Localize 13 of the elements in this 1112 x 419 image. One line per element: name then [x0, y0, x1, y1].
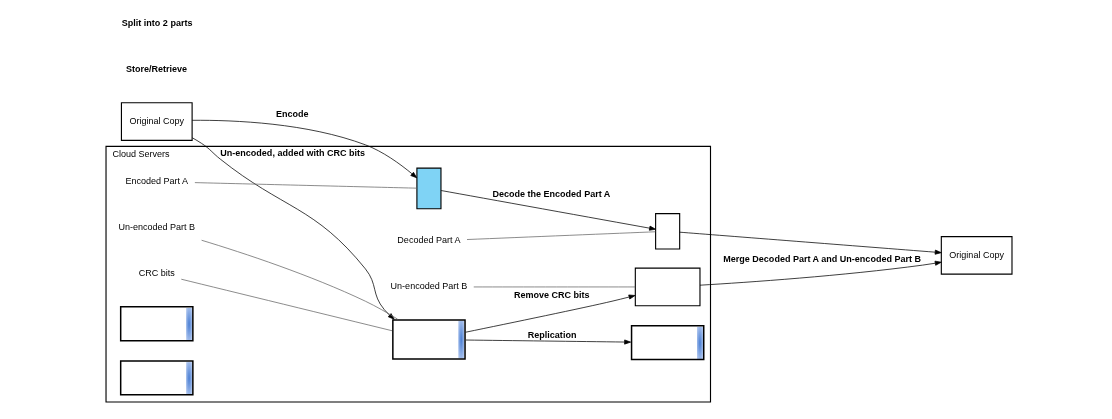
- edge-label: Remove CRC bits: [513, 289, 590, 300]
- edge-label: Un-encoded, added with CRC bits: [220, 147, 366, 158]
- node-text: CRC bits: [138, 267, 175, 278]
- node-text: Encoded Part A: [125, 176, 189, 187]
- node-text: Un-encoded Part B: [118, 221, 196, 232]
- label: Split into 2 parts: [121, 18, 193, 29]
- edge-label: Replication: [527, 329, 577, 340]
- label: Store/Retrieve: [125, 63, 188, 74]
- edge-label: Decode the Encoded Part A: [492, 189, 611, 200]
- node-text: Un-encoded Part B: [390, 281, 468, 292]
- edge-label: Encode: [275, 109, 309, 120]
- node-text: Decoded Part A: [397, 235, 461, 246]
- edge-label: Merge Decoded Part A and Un-encoded Part B: [723, 253, 921, 264]
